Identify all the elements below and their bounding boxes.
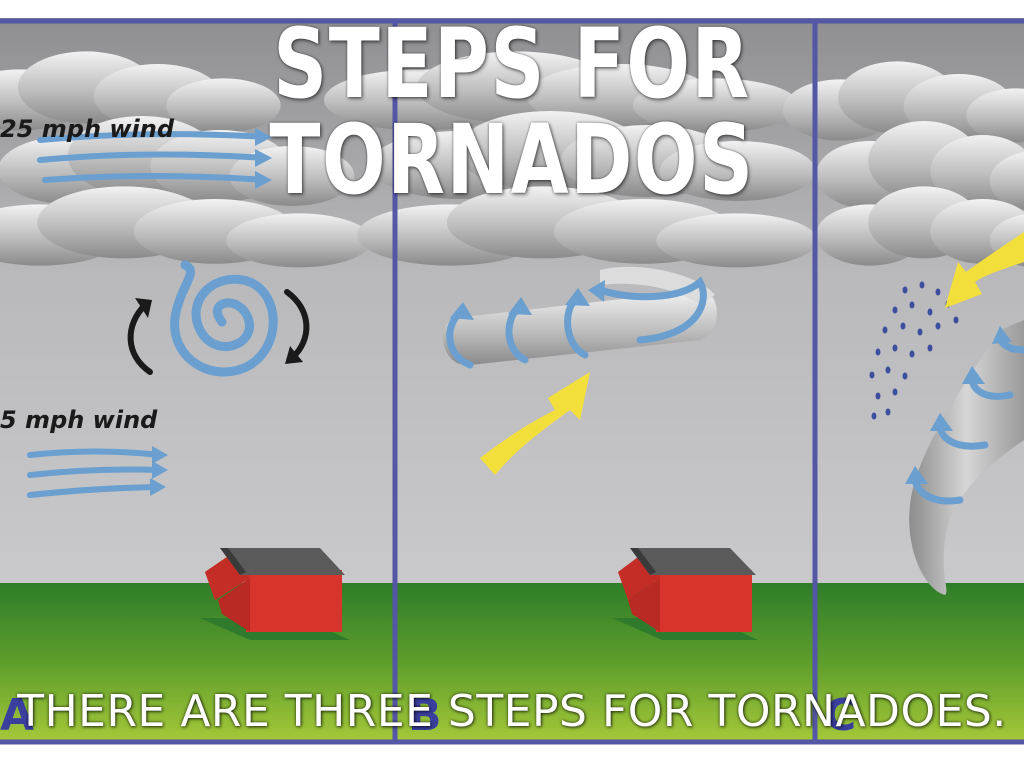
wind-arrow-icon bbox=[37, 128, 272, 189]
low-wind-label: 5 mph wind bbox=[0, 406, 158, 434]
panel-letter-c: C bbox=[824, 690, 857, 741]
caption: THERE ARE THREE STEPS FOR TORNADOES. bbox=[17, 686, 1007, 737]
updraft-rotation-arrows bbox=[446, 276, 707, 369]
panel-borders bbox=[0, 18, 1024, 745]
page-title: STEPS FOR TORNADOS bbox=[269, 8, 755, 216]
house-icon-b bbox=[612, 548, 758, 640]
wind-arrow-icon-low bbox=[27, 446, 168, 498]
downdraft-arrow-icon bbox=[945, 232, 1024, 308]
panel-letter-b: B bbox=[408, 690, 442, 741]
ground bbox=[0, 583, 1024, 743]
funnel-rotation-arrows bbox=[905, 326, 1024, 505]
rain-icon bbox=[869, 281, 959, 420]
house-icon bbox=[200, 548, 350, 640]
updraft-arrow-icon bbox=[480, 372, 590, 475]
rotation-arrow-icon bbox=[127, 289, 310, 375]
spiral-icon bbox=[170, 260, 278, 377]
high-wind-label: 25 mph wind bbox=[0, 115, 175, 143]
panel-letter-a: A bbox=[0, 690, 35, 741]
funnel-cloud-icon bbox=[909, 320, 1024, 595]
